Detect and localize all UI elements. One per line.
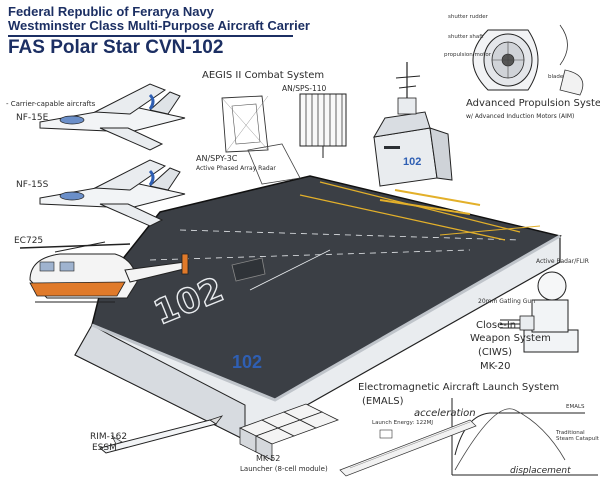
emals-curve-label: EMALS xyxy=(566,404,585,410)
steam-catapult-label: Traditional Steam Catapult xyxy=(556,430,599,442)
launch-energy-label: Launch Energy: 122MJ xyxy=(372,420,433,426)
blade-label: blade xyxy=(548,74,564,80)
ec725-label: EC725 xyxy=(14,236,44,246)
hull-number: 102 xyxy=(232,352,262,372)
ship-class: Westminster Class Multi-Purpose Aircraft… xyxy=(8,18,310,33)
header-divider xyxy=(8,35,293,37)
shutter-rudder-label: shutter rudder xyxy=(448,14,488,20)
propulsion-pod-sketch xyxy=(472,24,584,96)
anspy3c-sub-label: Active Phased Array Radar xyxy=(196,165,276,172)
emals-abbrev-label: (EMALS) xyxy=(362,396,404,407)
emals-rail-sketch xyxy=(339,419,477,477)
navy-name: Federal Republic of Ferarya Navy xyxy=(8,4,214,19)
mk52-label: MK-52 xyxy=(256,454,281,463)
rim162-label: RIM-162 xyxy=(90,432,128,442)
svg-text:102: 102 xyxy=(403,156,421,168)
ciws-mount xyxy=(500,271,579,353)
emals-label: Electromagnetic Aircraft Launch System xyxy=(358,382,560,393)
ansps110-label: AN/SPS-110 xyxy=(282,84,327,93)
propulsion-motor-label: propulsion motor xyxy=(444,52,491,58)
displacement-axis-label: displacement xyxy=(510,466,571,476)
anspy3c-label: AN/SPY-3C xyxy=(196,154,238,163)
shutter-shaft-label: shutter shaft xyxy=(448,34,484,40)
carrier-illustration: 102 102 102 xyxy=(74,62,563,441)
ciws-label-3: (CIWS) xyxy=(478,347,512,358)
aegis-radar-sketch xyxy=(221,95,301,185)
carrier-aircraft-label: - Carrier-capable aircrafts xyxy=(6,100,96,108)
ansps110-radar xyxy=(299,93,347,158)
ec725-helicopter xyxy=(19,241,189,303)
essm-label: ESSM xyxy=(92,443,117,453)
mk52-launcher xyxy=(238,403,340,461)
steam-curve xyxy=(454,408,566,471)
propulsion-sub-label: w/ Advanced Induction Motors (AIM) xyxy=(466,113,575,120)
page-title: FAS Polar Star CVN-102 xyxy=(8,37,224,58)
acceleration-axis-label: acceleration xyxy=(414,408,476,419)
aegis-label: AEGIS II Combat System xyxy=(202,70,325,81)
ciws-label-1: Close-In xyxy=(476,320,517,331)
nf15e-label: NF-15E xyxy=(16,113,49,123)
hull-bow xyxy=(74,324,246,441)
propulsion-label: Advanced Propulsion System xyxy=(466,98,600,109)
active-radar-label: Active Radar/FLIR xyxy=(536,258,589,265)
ciws-label-4: MK-20 xyxy=(480,361,511,372)
nf15s-aircraft xyxy=(39,159,186,227)
ciws-label-2: Weapon System xyxy=(470,333,551,344)
nf15s-label: NF-15S xyxy=(16,180,49,190)
rim162-missile xyxy=(98,415,224,454)
gatling-label: 20mm Gatling Gun xyxy=(478,298,536,305)
mk52-sub-label: Launcher (8-cell module) xyxy=(240,465,328,473)
nf15e-aircraft xyxy=(39,83,186,151)
